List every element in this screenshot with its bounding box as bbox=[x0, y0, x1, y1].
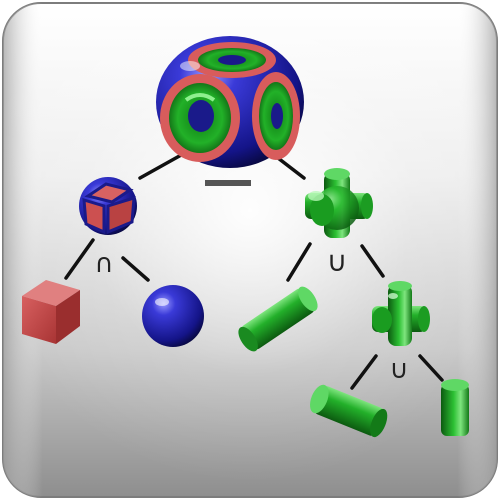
leaf-cube bbox=[22, 280, 80, 344]
intersection-result bbox=[79, 177, 137, 235]
leaf-cylinder-a bbox=[238, 286, 318, 352]
edge-union-cylinder-b bbox=[418, 354, 444, 382]
edge-left-sphere bbox=[121, 256, 150, 282]
edge-right-union bbox=[360, 244, 385, 278]
three-cylinder-union bbox=[305, 168, 373, 238]
leaf-cylinder-b bbox=[310, 384, 388, 438]
leaf-sphere bbox=[142, 285, 204, 347]
leaf-cylinder-c bbox=[441, 379, 469, 436]
edge-root-right bbox=[276, 156, 306, 180]
two-cylinder-union bbox=[372, 281, 430, 346]
root-csg-result bbox=[156, 36, 304, 168]
edge-union-cylinder-a bbox=[350, 354, 378, 390]
operator-labels: ∩ ∪ ∪ bbox=[94, 180, 409, 385]
union-operator-lower: ∪ bbox=[389, 355, 408, 385]
intersection-operator: ∩ bbox=[94, 249, 113, 279]
edge-left-cube bbox=[64, 238, 95, 280]
union-operator-right: ∪ bbox=[327, 245, 348, 278]
difference-operator bbox=[205, 180, 251, 186]
edge-right-cylinder bbox=[286, 242, 312, 282]
tree-edges bbox=[64, 152, 444, 390]
edge-root-left bbox=[138, 152, 185, 180]
